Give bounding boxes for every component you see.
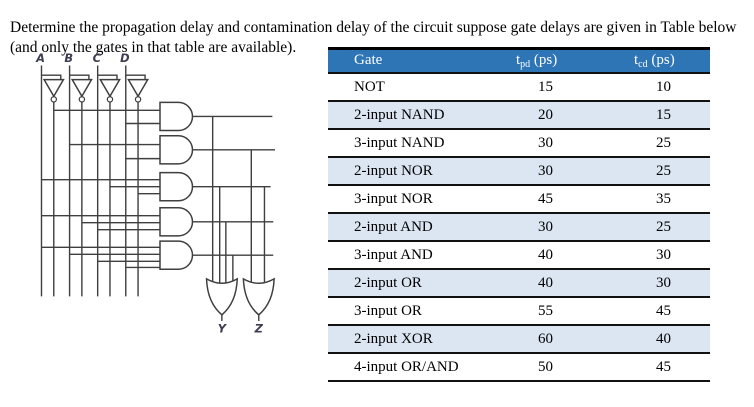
cell-gate: 3-input NOR [328,185,506,214]
cell-tcd: 40 [624,325,710,354]
cell-gate: 3-input NAND [328,129,506,158]
cell-tcd: 30 [624,241,710,270]
cell-tpd: 50 [506,353,624,382]
or-gate-y [205,277,239,316]
cell-tcd: 45 [624,353,710,382]
circuit-wires [40,65,275,322]
not-gate-d [127,78,150,103]
table-header-row: Gate tpd (ps) tcd (ps) [328,48,710,74]
cell-tcd: 45 [624,297,710,326]
cell-gate: 2-input NOR [328,157,506,186]
question-text: Determine the propagation delay and cont… [10,18,737,56]
not-gate-a [42,78,65,103]
cell-gate: 3-input OR [328,297,506,326]
cell-tcd: 15 [624,101,710,130]
cell-tcd: 10 [624,73,710,102]
output-label-y: Y [218,321,228,335]
cell-tpd: 30 [506,129,624,158]
cell-tcd: 25 [624,213,710,242]
cell-tcd: 25 [624,129,710,158]
cell-gate: 2-input OR [328,269,506,298]
cell-tcd: 30 [624,269,710,298]
header-gate: Gate [328,48,506,74]
cell-tpd: 30 [506,157,624,186]
logic-circuit-diagram: A B C D [35,51,275,335]
cell-tpd: 40 [506,269,624,298]
cell-tcd: 25 [624,157,710,186]
cell-tpd: 60 [506,325,624,354]
and-gates [159,101,194,270]
not-gate-c [99,78,121,103]
input-label-d: D [120,51,129,65]
input-label-c: C [93,51,102,65]
cell-tpd: 20 [506,101,624,130]
and-gate-2 [159,135,194,165]
header-tpd: tpd (ps) [506,48,624,74]
and-gate-3 [159,171,194,202]
cell-tpd: 40 [506,241,624,270]
cell-gate: 4-input OR/AND [328,353,506,382]
cell-tcd: 35 [624,185,710,214]
cell-tpd: 15 [506,73,624,102]
cell-gate: 2-input AND [328,213,506,242]
cell-tpd: 30 [506,213,624,242]
cell-gate: NOT [328,73,506,102]
header-tcd: tcd (ps) [624,48,710,74]
or-gate-z [242,277,275,316]
cell-gate: 2-input XOR [328,325,506,354]
cell-tpd: 45 [506,185,624,214]
output-label-z: Z [254,321,264,335]
cell-tpd: 55 [506,297,624,326]
and-gate-5 [159,240,194,270]
input-label-a: A [35,51,45,65]
not-gates [42,78,150,103]
and-gate-1 [159,101,194,132]
and-gate-4 [159,207,194,237]
input-label-b: B [64,51,73,65]
not-gate-b [70,78,93,103]
cell-gate: 2-input NAND [328,101,506,130]
cell-gate: 3-input AND [328,241,506,270]
